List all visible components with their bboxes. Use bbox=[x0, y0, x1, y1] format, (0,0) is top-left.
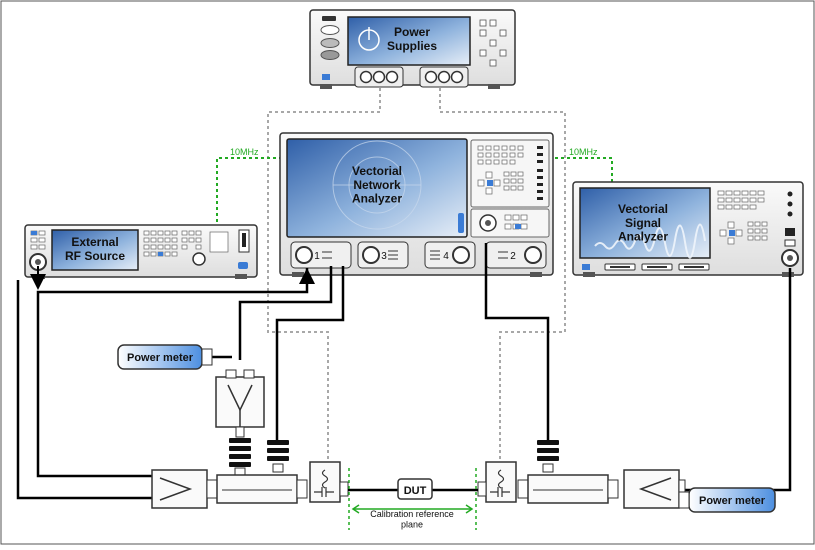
vna-port-1-label: 1 bbox=[314, 251, 320, 262]
power-meter-left-label: Power meter bbox=[127, 352, 194, 364]
bias-line-left bbox=[267, 88, 381, 482]
bias-tee-left bbox=[309, 461, 349, 503]
cable-port2-to-right-coupler bbox=[484, 243, 550, 440]
ref-link-left bbox=[216, 157, 282, 222]
dut-label: DUT bbox=[404, 485, 427, 497]
reference-links bbox=[216, 157, 613, 222]
ref-link-right bbox=[555, 157, 613, 182]
left-coupler-assembly bbox=[151, 469, 308, 509]
cable-vsa-to-right-coupler bbox=[684, 268, 792, 492]
attenuator-stack-right bbox=[537, 440, 559, 473]
power-supplies bbox=[309, 9, 516, 89]
power-splitter bbox=[215, 369, 265, 438]
rf-source-screen bbox=[51, 229, 139, 271]
rf-source-instrument bbox=[24, 224, 258, 279]
power-meter-left bbox=[117, 344, 213, 370]
power-meter-right bbox=[678, 487, 776, 513]
attenuator-stack-left bbox=[229, 438, 251, 477]
vsa-instrument bbox=[572, 181, 804, 277]
vna-port-2-label: 2 bbox=[510, 251, 516, 262]
vna-screen bbox=[286, 138, 468, 238]
cable-coupler-return-to-port1 bbox=[36, 268, 309, 478]
ref-link-right-label: 10MHz bbox=[569, 147, 598, 157]
bias-line-right bbox=[439, 88, 566, 470]
bias-lines bbox=[267, 88, 566, 482]
cable-source-to-left-coupler bbox=[16, 280, 155, 500]
dut-box bbox=[397, 478, 433, 500]
vna-instrument bbox=[279, 132, 554, 277]
ref-link-left-label: 10MHz bbox=[230, 147, 259, 157]
vna-port-4-label: 4 bbox=[443, 251, 449, 262]
power-supplies-screen bbox=[347, 16, 471, 66]
right-coupler-assembly bbox=[517, 469, 686, 509]
cable-port1-b-to-coupler bbox=[275, 266, 345, 440]
power-meter-right-label: Power meter bbox=[699, 495, 766, 507]
rf-cables bbox=[16, 243, 792, 500]
cable-port1-a-to-splitter bbox=[238, 266, 333, 360]
vna-port-3-label: 3 bbox=[381, 251, 387, 262]
bias-tee-right bbox=[477, 461, 517, 503]
attenuator-stack-mid bbox=[267, 440, 289, 473]
calibration-plane-markers bbox=[348, 468, 477, 530]
